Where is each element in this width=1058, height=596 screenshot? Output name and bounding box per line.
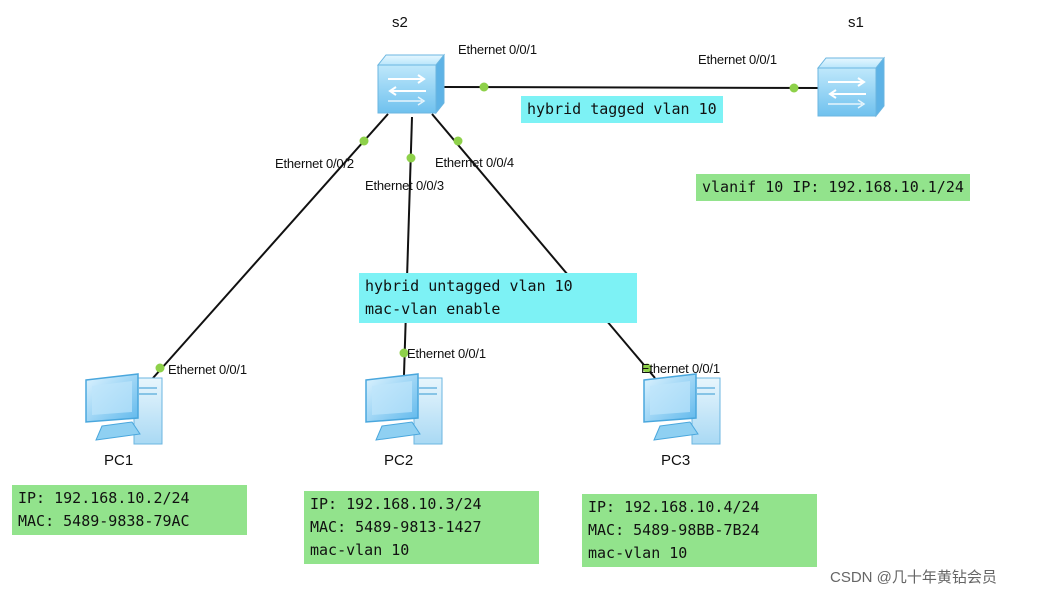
pc1-ip: IP: 192.168.10.2/24 xyxy=(18,489,190,507)
device-label-pc3: PC3 xyxy=(661,452,691,469)
port-label-s2-g4: Ethernet 0/0/4 xyxy=(435,155,514,170)
port-label-pc2: Ethernet 0/0/1 xyxy=(407,346,486,361)
port-label-s2-g1: Ethernet 0/0/1 xyxy=(458,42,537,57)
port-dot-pc3 xyxy=(642,363,652,373)
port-dot-pc1 xyxy=(155,363,165,373)
device-label-pc1: PC1 xyxy=(104,452,134,469)
port-dot-pc2 xyxy=(399,348,409,358)
port-dot-s1-g1 xyxy=(789,83,799,93)
watermark-text: CSDN @几十年黄钻会员 xyxy=(830,569,997,586)
pc3-ip: IP: 192.168.10.4/24 xyxy=(588,498,760,516)
pc2-ip: IP: 192.168.10.3/24 xyxy=(310,495,482,513)
pc2-vlan: mac-vlan 10 xyxy=(310,541,410,559)
trunk-config-note: hybrid tagged vlan 10 xyxy=(521,96,723,123)
link-s2-pc1 xyxy=(152,113,389,379)
pc2-mac: MAC: 5489-9813-1427 xyxy=(310,518,482,536)
port-label-s2-g3: Ethernet 0/0/3 xyxy=(365,178,444,193)
pc-icon[interactable] xyxy=(85,373,163,445)
port-label-s1-g1: Ethernet 0/0/1 xyxy=(698,52,777,67)
pc1-mac: MAC: 5489-9838-79AC xyxy=(18,512,190,530)
trunk-config-text: hybrid tagged vlan 10 xyxy=(527,100,717,118)
device-label-pc2: PC2 xyxy=(384,452,414,469)
port-dot-s2-g1 xyxy=(479,82,489,92)
vlanif-config-note: vlanif 10 IP: 192.168.10.1/24 xyxy=(696,174,970,201)
access-config-line2: mac-vlan enable xyxy=(365,300,501,318)
port-label-s2-g2: Ethernet 0/0/2 xyxy=(275,156,354,171)
link-s2-s1 xyxy=(442,86,821,89)
access-config-line1: hybrid untagged vlan 10 xyxy=(365,277,573,295)
access-config-note: hybrid untagged vlan 10 mac-vlan enable xyxy=(359,273,637,323)
port-dots xyxy=(155,82,799,373)
port-label-pc1: Ethernet 0/0/1 xyxy=(168,362,247,377)
vlanif-config-text: vlanif 10 IP: 192.168.10.1/24 xyxy=(702,178,964,196)
pc-icon[interactable] xyxy=(365,373,443,445)
link-s2-pc3 xyxy=(431,113,656,379)
device-label-s2: s2 xyxy=(392,14,408,31)
port-dot-s2-g3 xyxy=(406,153,416,163)
device-label-s1: s1 xyxy=(848,14,864,31)
switch-icon[interactable] xyxy=(816,56,886,118)
switch-icon[interactable] xyxy=(376,53,446,115)
pc3-vlan: mac-vlan 10 xyxy=(588,544,688,562)
pc-icon[interactable] xyxy=(643,373,721,445)
port-label-pc3: Ethernet 0/0/1 xyxy=(641,361,720,376)
pc1-info-note: IP: 192.168.10.2/24 MAC: 5489-9838-79AC xyxy=(12,485,247,535)
pc2-info-note: IP: 192.168.10.3/24 MAC: 5489-9813-1427 … xyxy=(304,491,539,564)
port-dot-s2-g2 xyxy=(359,136,369,146)
port-dot-s2-g4 xyxy=(453,136,463,146)
pc3-info-note: IP: 192.168.10.4/24 MAC: 5489-98BB-7B24 … xyxy=(582,494,817,567)
pc3-mac: MAC: 5489-98BB-7B24 xyxy=(588,521,760,539)
